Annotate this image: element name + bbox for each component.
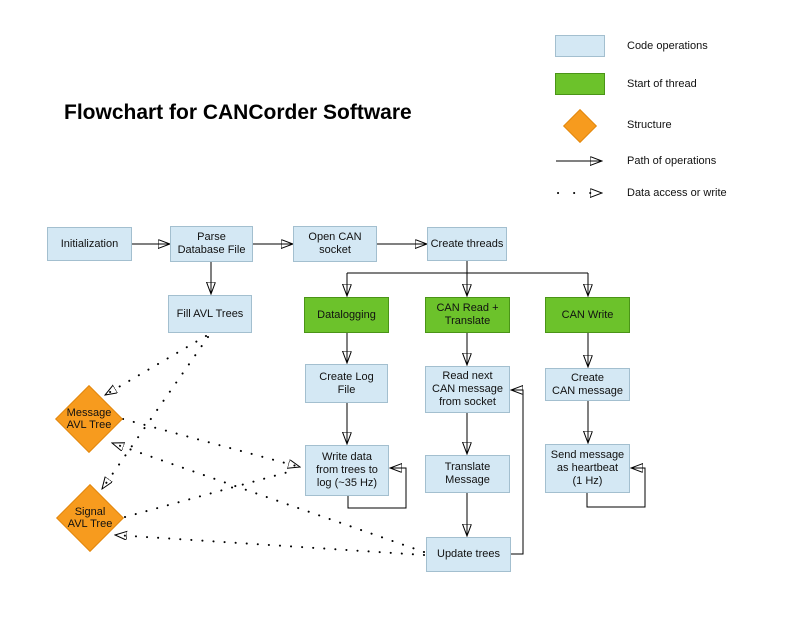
node-can-read-translate: CAN Read + Translate <box>425 297 510 333</box>
legend-label-code-operations: Code operations <box>627 40 708 52</box>
legend-label-path-of-operations: Path of operations <box>627 155 717 167</box>
node-can-write: CAN Write <box>545 297 630 333</box>
node-create-threads: Create threads <box>427 227 507 261</box>
edge-signaltree-writedata <box>124 470 293 518</box>
edge-updatetrees-signaltree <box>115 535 425 556</box>
legend-start-of-thread-swatch <box>555 73 605 95</box>
legend-label-structure: Structure <box>627 119 672 131</box>
node-open-can-socket: Open CAN socket <box>293 226 377 262</box>
legend-label-data-access: Data access or write <box>627 187 727 199</box>
node-send-heartbeat: Send message as heartbeat (1 Hz) <box>545 444 630 493</box>
edge-threads-branch <box>347 261 588 274</box>
node-initialization: Initialization <box>47 227 132 261</box>
legend-label-start-of-thread: Start of thread <box>627 78 697 90</box>
node-parse-database-file: Parse Database File <box>170 226 253 262</box>
node-update-trees: Update trees <box>426 537 511 572</box>
node-datalogging: Datalogging <box>304 297 389 333</box>
diamond-label: Message AVL Tree <box>66 407 112 431</box>
node-read-next-can-message: Read next CAN message from socket <box>425 366 510 413</box>
node-create-log-file: Create Log File <box>305 364 388 403</box>
edge-messagetree-writedata <box>122 418 300 467</box>
node-fill-avl-trees: Fill AVL Trees <box>168 295 252 333</box>
node-translate-message: Translate Message <box>425 455 510 493</box>
diamond-label: Signal AVL Tree <box>67 506 113 530</box>
diamond-shape <box>563 109 597 143</box>
node-message-avl-tree: Message AVL Tree <box>55 385 123 453</box>
page-title: Flowchart for CANCorder Software <box>64 101 412 124</box>
legend-structure-swatch <box>563 109 597 143</box>
edge-updatetrees-readnext <box>511 390 524 555</box>
node-create-can-message: Create CAN message <box>545 368 630 401</box>
legend-code-operations-swatch <box>555 35 605 57</box>
node-write-data-to-log: Write data from trees to log (~35 Hz) <box>305 445 389 496</box>
node-signal-avl-tree: Signal AVL Tree <box>56 484 124 552</box>
